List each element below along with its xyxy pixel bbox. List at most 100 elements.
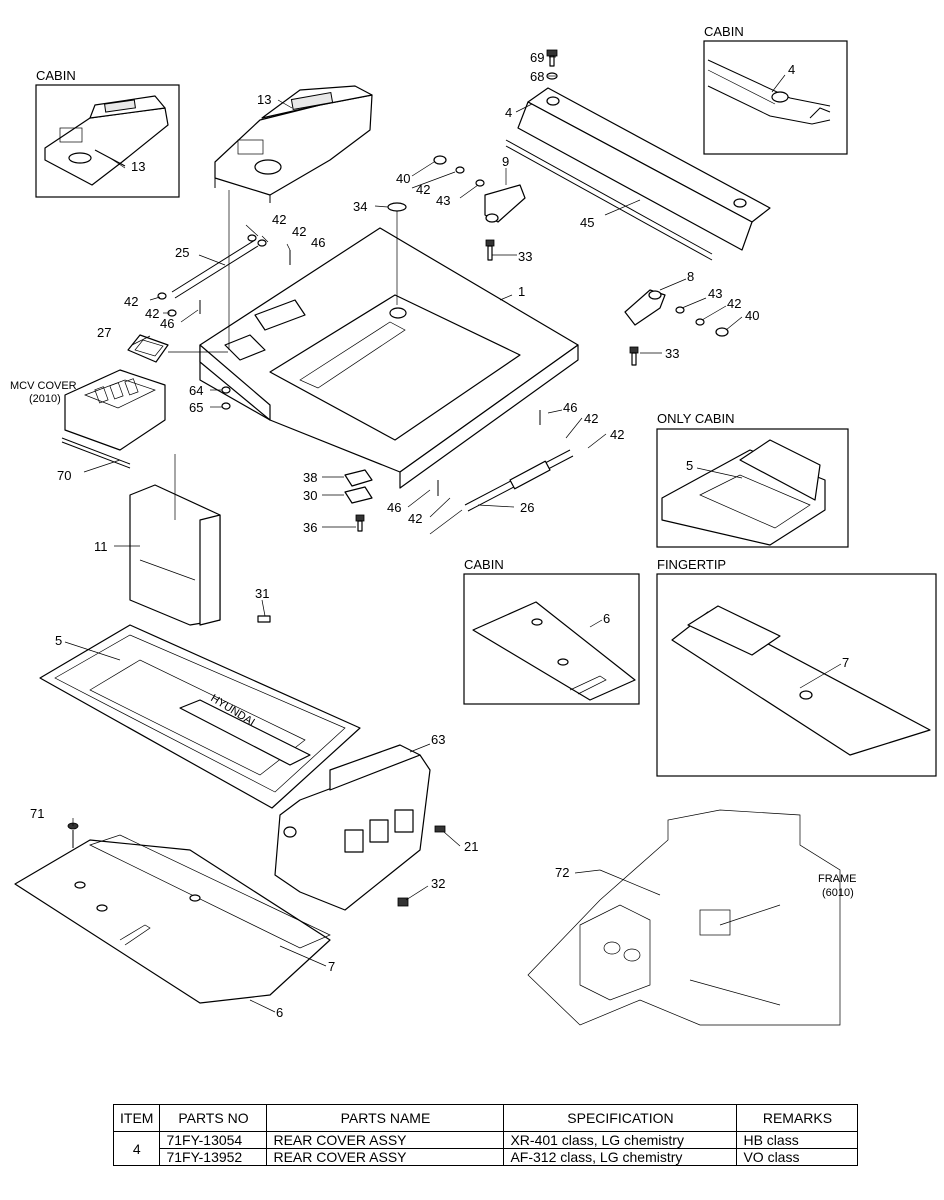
callout-label: 8 <box>687 269 694 284</box>
callout-label: 46 <box>160 316 174 331</box>
table-row: 71FY-13952 REAR COVER ASSY AF-312 class,… <box>114 1148 859 1166</box>
callout-label: 5 <box>55 633 62 648</box>
callout-label: 65 <box>189 400 203 415</box>
inset-title: FINGERTIP <box>657 557 726 572</box>
callout-label: 68 <box>530 69 544 84</box>
callout-label: 32 <box>431 876 445 891</box>
callout-label: 42 <box>584 411 598 426</box>
leader-lines <box>64 56 842 1013</box>
bolts-33 <box>485 239 639 366</box>
callout-label: 46 <box>563 400 577 415</box>
callout-label: 38 <box>303 470 317 485</box>
bolts-21-32 <box>397 825 446 907</box>
small-hardware <box>157 155 729 496</box>
callout-label: 40 <box>745 308 759 323</box>
callout-label: 42 <box>292 224 306 239</box>
callout-label: 33 <box>665 346 679 361</box>
callout-label: 42 <box>408 511 422 526</box>
item-number: 4 <box>112 1131 161 1166</box>
parts-name: REAR COVER ASSY <box>266 1148 505 1166</box>
header-item: ITEM <box>112 1104 161 1132</box>
callout-label: 11 <box>94 539 108 554</box>
mcv-cover-code: (2010) <box>29 393 61 405</box>
floor-plate-1 <box>199 227 579 489</box>
callout-label: 6 <box>603 611 610 626</box>
parts-table: ITEM PARTS NO PARTS NAME SPECIFICATION R… <box>112 1104 859 1166</box>
callout-label: 42 <box>124 294 138 309</box>
bracket-63 <box>274 744 431 911</box>
floor-mat-5: HYUNDAI <box>39 624 361 809</box>
inset-title: CABIN <box>36 68 76 83</box>
bracket-9 <box>484 184 526 223</box>
callout-label: 72 <box>555 865 569 880</box>
header-parts-name: PARTS NAME <box>266 1104 505 1132</box>
callout-label: 26 <box>520 500 534 515</box>
callout-label: 45 <box>580 215 594 230</box>
callout-label: 46 <box>387 500 401 515</box>
gas-spring-25 <box>171 239 259 299</box>
callout-label: 42 <box>727 296 741 311</box>
table-row: 4 71FY-13054 REAR COVER ASSY XR-401 clas… <box>112 1131 859 1166</box>
header-specification: SPECIFICATION <box>503 1104 738 1132</box>
callout-label: 7 <box>842 655 849 670</box>
callout-label: 40 <box>396 171 410 186</box>
brackets-38-30 <box>344 469 373 532</box>
callout-label: 27 <box>97 325 111 340</box>
header-remarks: REMARKS <box>736 1104 859 1132</box>
pin-34 <box>387 202 407 305</box>
callout-label: 13 <box>257 92 271 107</box>
specification: XR-401 class, LG chemistry <box>503 1131 738 1149</box>
callout-label: 6 <box>276 1005 283 1020</box>
rear-cover-detail <box>707 59 831 125</box>
rear-cover-4 <box>517 87 771 251</box>
inset-title: CABIN <box>704 24 744 39</box>
callout-label: 36 <box>303 520 317 535</box>
callout-label: 21 <box>464 839 478 854</box>
callout-label: 69 <box>530 50 544 65</box>
callout-label: 4 <box>505 105 512 120</box>
callout-label: 25 <box>175 245 189 260</box>
remarks: VO class <box>736 1148 859 1166</box>
cover-11 <box>129 484 221 626</box>
console-13-inset <box>44 95 169 186</box>
callout-label: 64 <box>189 383 203 398</box>
callout-label: 43 <box>708 286 722 301</box>
parts-no: 71FY-13054 <box>159 1131 268 1149</box>
inset-fingertip: FINGERTIP <box>656 557 937 777</box>
callout-label: 31 <box>255 586 269 601</box>
screw-69 <box>546 49 558 67</box>
inset-cabin-mid: CABIN <box>463 557 640 705</box>
callout-label: 71 <box>30 806 44 821</box>
mcv-cover-label: MCV COVER <box>10 380 77 392</box>
bracket-8 <box>624 289 666 326</box>
inset-cabin-top-left: CABIN <box>35 68 180 198</box>
callouts: 69 68 4 4 13 13 40 42 9 43 34 45 42 42 4… <box>30 50 849 1020</box>
callout-label: 4 <box>788 62 795 77</box>
callout-label: 42 <box>272 212 286 227</box>
frame-label: FRAME <box>818 873 857 885</box>
remarks: HB class <box>736 1131 859 1149</box>
callout-label: 7 <box>328 959 335 974</box>
callout-label: 42 <box>416 182 430 197</box>
mcv-cover: MCV COVER (2010) <box>10 369 166 451</box>
inset-cabin-top-right: CABIN <box>703 24 848 155</box>
floor-plates-6-7 <box>14 834 331 1004</box>
header-parts-no: PARTS NO <box>159 1104 268 1132</box>
callout-label: 46 <box>311 235 325 250</box>
strip-70 <box>61 437 131 469</box>
table-header-row: ITEM PARTS NO PARTS NAME SPECIFICATION R… <box>112 1104 859 1132</box>
parts-no: 71FY-13952 <box>159 1148 268 1166</box>
callout-label: 42 <box>610 427 624 442</box>
bolt-31 <box>257 615 271 623</box>
callout-label: 1 <box>518 284 525 299</box>
callout-label: 63 <box>431 732 445 747</box>
frame-6010: FRAME (6010) <box>527 809 857 1026</box>
callout-label: 13 <box>131 159 145 174</box>
callout-label: 9 <box>502 154 509 169</box>
callout-label: 42 <box>145 306 159 321</box>
inset-title: CABIN <box>464 557 504 572</box>
fastener-71 <box>67 822 79 848</box>
callout-label: 30 <box>303 488 317 503</box>
callout-label: 43 <box>436 193 450 208</box>
parts-name: REAR COVER ASSY <box>266 1131 505 1149</box>
